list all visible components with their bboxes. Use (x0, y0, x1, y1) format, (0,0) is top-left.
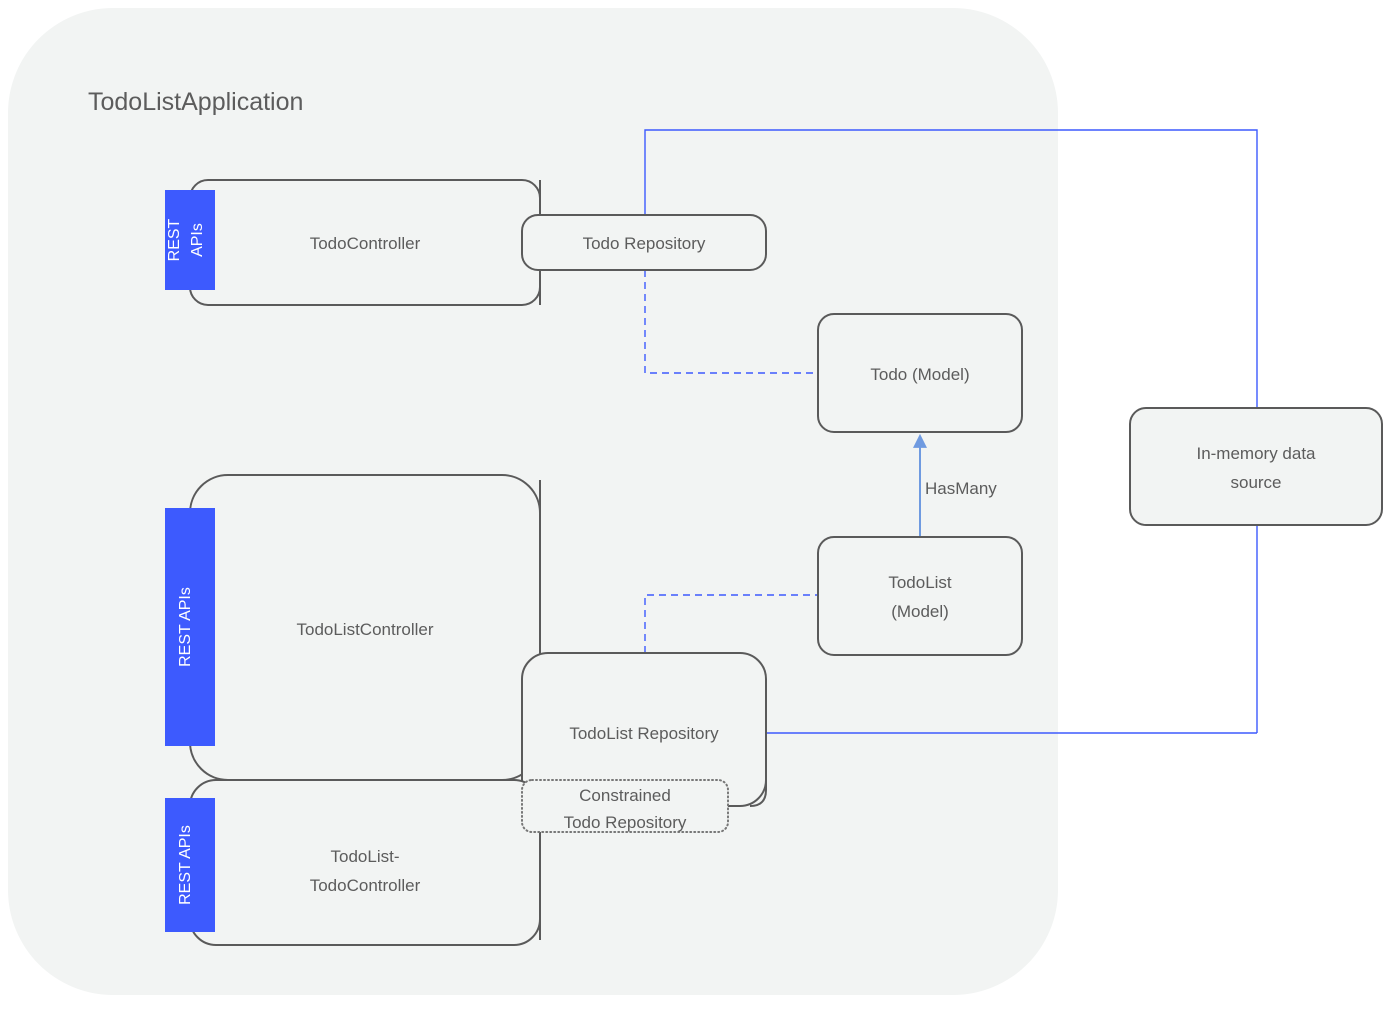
node-label-todolist-model-line2: (Model) (891, 602, 949, 621)
node-in-memory-data-source[interactable] (1129, 407, 1383, 526)
link-todolist-repository-to-todolist-model (644, 594, 818, 653)
page-title: TodoListApplication (88, 88, 303, 116)
node-label-todo-model: Todo (Model) (870, 365, 969, 384)
node-label-constrained-todo-repository-line2: Todo Repository (564, 813, 687, 832)
node-label-todolist-model-line1: TodoList (888, 573, 952, 592)
badge-rest-apis-todolist-todo-controller (165, 798, 215, 932)
badge-label-rest: REST (166, 218, 183, 261)
node-label-todo-repository: Todo Repository (583, 234, 706, 253)
badge-label-apis: APIs (189, 223, 206, 257)
link-todo-repository-to-todo-model (644, 270, 818, 374)
node-label-todo-controller: TodoController (310, 234, 421, 253)
node-todolist-model[interactable] (817, 536, 1023, 656)
node-todo-model[interactable] (817, 313, 1023, 433)
node-todo-repository[interactable] (521, 214, 767, 271)
node-label-todolist-todo-controller-line2: TodoController (310, 876, 421, 895)
badge-rest-apis-todo-controller (165, 190, 215, 290)
node-label-in-memory-data-source-line2: source (1230, 473, 1281, 492)
node-label-todolist-controller: TodoListController (296, 620, 433, 639)
badge-label-rest-apis-todolist-todo-controller: REST APIs (177, 825, 194, 905)
node-constrained-todo-repository[interactable] (521, 779, 729, 833)
node-label-in-memory-data-source-line1: In-memory data (1196, 444, 1316, 463)
badge-label-rest-apis-todolist-controller: REST APIs (177, 587, 194, 667)
badge-rest-apis-todolist-controller (165, 508, 215, 746)
node-label-todolist-todo-controller-line1: TodoList- (331, 847, 400, 866)
connector-todolist-repository-bottom-right (749, 733, 767, 807)
node-label-constrained-todo-repository-line1: Constrained (579, 786, 671, 805)
node-label-todolist-repository: TodoList Repository (569, 724, 719, 743)
edge-label-hasmany: HasMany (925, 479, 997, 498)
